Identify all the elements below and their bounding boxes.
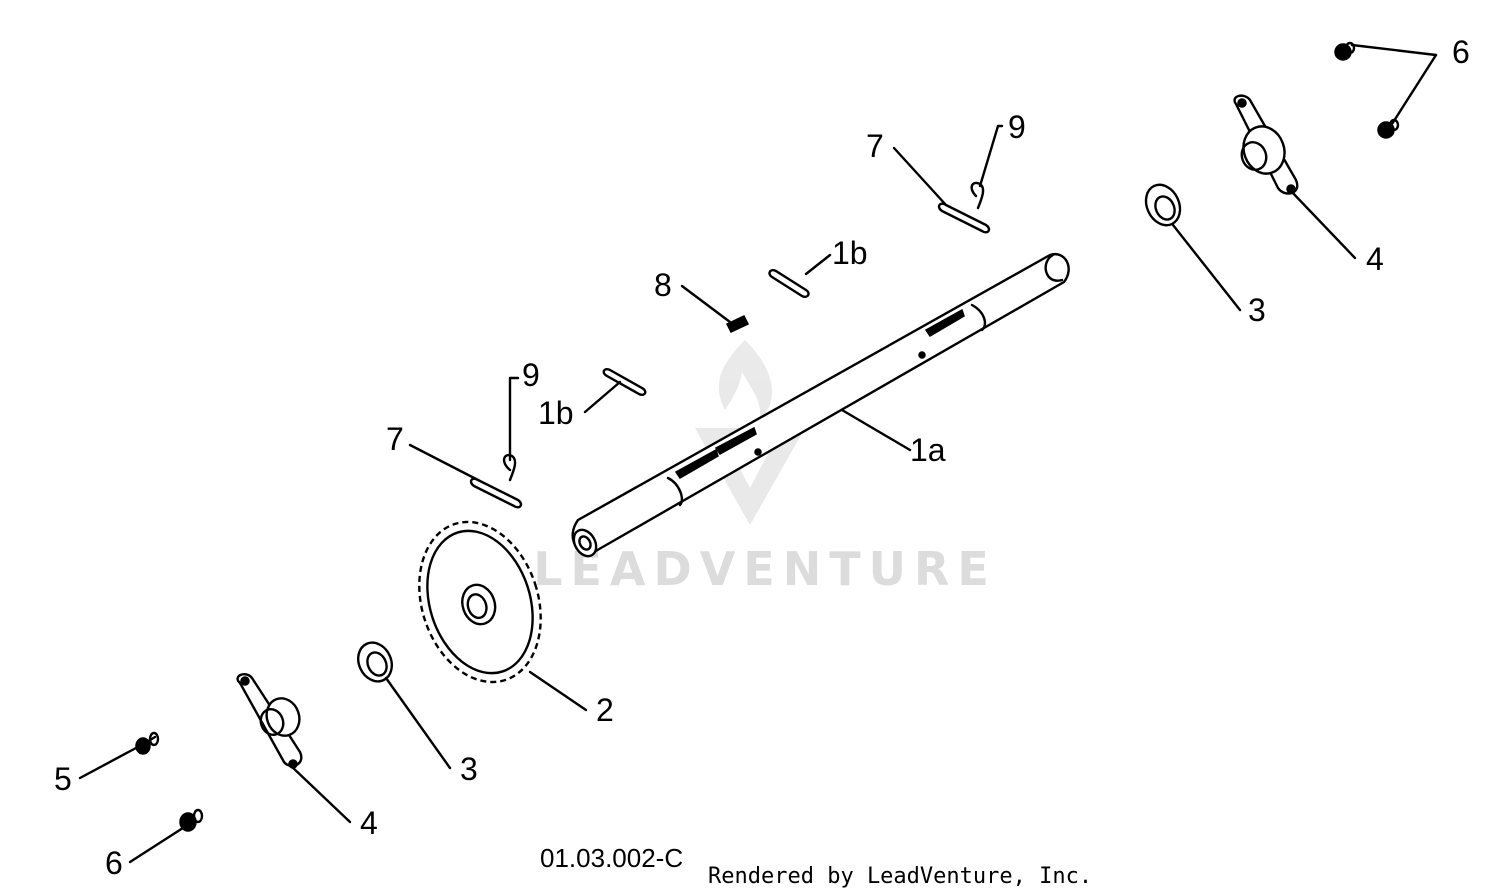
key-upper-part — [768, 269, 810, 298]
callout-key-lower: 1b — [538, 395, 574, 431]
diagram-code: 01.03.002-C — [540, 843, 683, 873]
clip-lower-part — [502, 453, 517, 482]
callout-sprocket: 2 — [596, 692, 614, 728]
bolt-part — [135, 731, 160, 755]
callout-nut-upper: 6 — [1452, 34, 1470, 70]
washer-lower-part — [357, 641, 393, 683]
callout-pin-lower: 7 — [386, 421, 404, 457]
shaft-part — [571, 252, 1070, 558]
nut-upper-2-part — [1377, 118, 1400, 139]
callout-washer-lower: 3 — [460, 751, 478, 787]
callout-bearing-upper: 4 — [1366, 241, 1384, 277]
watermark-flame-icon — [718, 340, 772, 420]
bearing-lower-part — [236, 673, 303, 769]
pin-upper-part — [937, 202, 991, 234]
key-small-part — [725, 315, 750, 333]
nut-upper-1-part — [1334, 41, 1356, 61]
sprocket-part — [418, 520, 542, 684]
callout-clip-lower: 9 — [522, 357, 540, 393]
callout-key-small: 8 — [654, 267, 672, 303]
watermark: LEADVENTURE — [533, 340, 997, 596]
washer-upper-part — [1144, 183, 1182, 227]
clip-upper-part — [970, 181, 985, 210]
key-lower-part — [602, 368, 647, 396]
callout-nut-lower: 6 — [105, 845, 123, 881]
callout-clip-upper: 9 — [1008, 109, 1026, 145]
callout-shaft: 1a — [910, 432, 946, 468]
bearing-upper-part — [1233, 94, 1299, 195]
callout-key-upper: 1b — [832, 235, 868, 271]
callout-pin-upper: 7 — [866, 128, 884, 164]
callout-washer-upper: 3 — [1248, 292, 1266, 328]
pin-lower-part — [469, 477, 523, 509]
watermark-text: LEADVENTURE — [533, 542, 997, 596]
callout-bolt: 5 — [54, 761, 72, 797]
callout-bearing-lower: 4 — [360, 805, 378, 841]
leader-lines — [78, 43, 1438, 864]
rendered-by-credit: Rendered by LeadVenture, Inc. — [708, 864, 1092, 889]
